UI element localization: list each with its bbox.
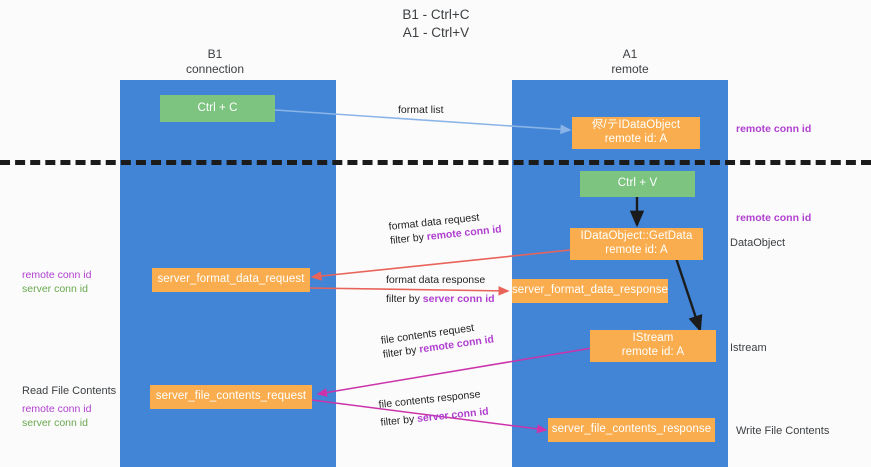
filter-prefix: filter by	[380, 413, 418, 430]
side-label-server-conn-id-left-mid: server conn id	[22, 282, 88, 295]
side-label-server-conn-id-left-bottom: server conn id	[22, 416, 88, 429]
node-idataobject-remote-line1: 侭/テIDataObject	[591, 119, 681, 132]
section-divider	[0, 160, 871, 165]
node-idataobject-getdata[interactable]: IDataObject::GetData remote id: A	[570, 228, 703, 260]
node-server-file-contents-request[interactable]: server_file_contents_request	[150, 385, 312, 409]
lane-header-a1-line2: remote	[611, 62, 649, 76]
lane-header-b1-line1: B1	[207, 47, 223, 61]
filter-prefix: filter by	[386, 293, 423, 306]
side-label-remote-conn-id-mid-text: remote conn id	[736, 212, 812, 224]
side-label-conn-ids-bottom: remote conn id server conn id	[22, 403, 91, 431]
edge-label-format-data-response-text: format data response	[386, 274, 486, 286]
side-label-write-file-contents-text: Write File Contents	[736, 425, 830, 437]
node-server-format-data-response-line1: server_format_data_response	[511, 284, 669, 297]
side-label-remote-conn-id-left-mid: remote conn id	[22, 269, 92, 281]
side-label-istream-text: Istream	[730, 342, 767, 354]
node-ctrl-v[interactable]: Ctrl + V	[580, 171, 695, 197]
edge-label-format-data-response: format data response filter by server co…	[386, 273, 495, 306]
lane-header-a1: A1 remote	[555, 47, 705, 77]
side-label-remote-conn-id-top: remote conn id	[736, 123, 811, 137]
node-istream-line1: IStream	[632, 332, 674, 345]
node-idataobject-remote-line2: remote id: A	[604, 133, 668, 145]
diagram-title-line2: A1 - Ctrl+V	[402, 24, 470, 40]
node-server-format-data-request-line1: server_format_data_request	[157, 273, 305, 286]
diagram-title-line1: B1 - Ctrl+C	[402, 7, 470, 22]
side-label-read-file-contents-text: Read File Contents	[22, 385, 117, 397]
edge-label-file-contents-request: file contents request filter by remote c…	[380, 318, 495, 362]
edge-label-format-data-response-filter: filter by server conn id	[386, 292, 495, 306]
side-label-write-file-contents: Write File Contents	[736, 425, 829, 437]
side-label-remote-conn-id-left-bottom: remote conn id	[22, 403, 92, 415]
edge-label-format-list: format list	[398, 103, 444, 117]
node-istream-line2: remote id: A	[621, 346, 685, 358]
diagram-title: B1 - Ctrl+C A1 - Ctrl+V	[336, 6, 536, 41]
side-label-remote-conn-id-mid: remote conn id	[736, 212, 811, 226]
side-label-conn-ids-mid: remote conn id server conn id	[22, 269, 91, 297]
lane-header-a1-line1: A1	[622, 47, 638, 61]
node-server-file-contents-request-line1: server_file_contents_request	[155, 390, 307, 403]
node-getdata-line1: IDataObject::GetData	[580, 230, 693, 243]
side-label-remote-conn-id-top-text: remote conn id	[736, 123, 812, 135]
node-istream[interactable]: IStream remote id: A	[590, 330, 716, 362]
edge-label-format-list-text: format list	[398, 104, 444, 116]
node-server-format-data-response[interactable]: server_format_data_response	[512, 279, 668, 303]
lane-header-b1-line2: connection	[185, 62, 245, 76]
node-server-file-contents-response[interactable]: server_file_contents_response	[548, 418, 715, 442]
lane-header-b1: B1 connection	[140, 47, 290, 77]
node-getdata-line2: remote id: A	[605, 244, 668, 256]
edge-label-format-data-request: format data request filter by remote con…	[388, 208, 502, 248]
side-label-istream: Istream	[730, 342, 767, 354]
side-label-read-file-contents: Read File Contents	[22, 385, 116, 397]
side-label-dataobject: DataObject	[730, 237, 785, 249]
filter-key-server-conn-id: server conn id	[416, 405, 490, 426]
node-server-file-contents-response-line1: server_file_contents_response	[551, 423, 712, 436]
filter-prefix: filter by	[382, 343, 421, 361]
edge-label-file-contents-response: file contents response filter by server …	[378, 387, 489, 431]
node-idataobject-remote[interactable]: 侭/テIDataObject remote id: A	[572, 117, 700, 149]
node-ctrl-c-line1: Ctrl + C	[197, 101, 238, 114]
filter-prefix: filter by	[389, 231, 428, 248]
side-label-dataobject-text: DataObject	[730, 237, 786, 249]
node-server-format-data-request[interactable]: server_format_data_request	[152, 268, 310, 292]
node-ctrl-v-line1: Ctrl + V	[617, 177, 658, 190]
filter-key-server-conn-id: server conn id	[422, 293, 495, 306]
node-ctrl-c[interactable]: Ctrl + C	[160, 95, 275, 122]
